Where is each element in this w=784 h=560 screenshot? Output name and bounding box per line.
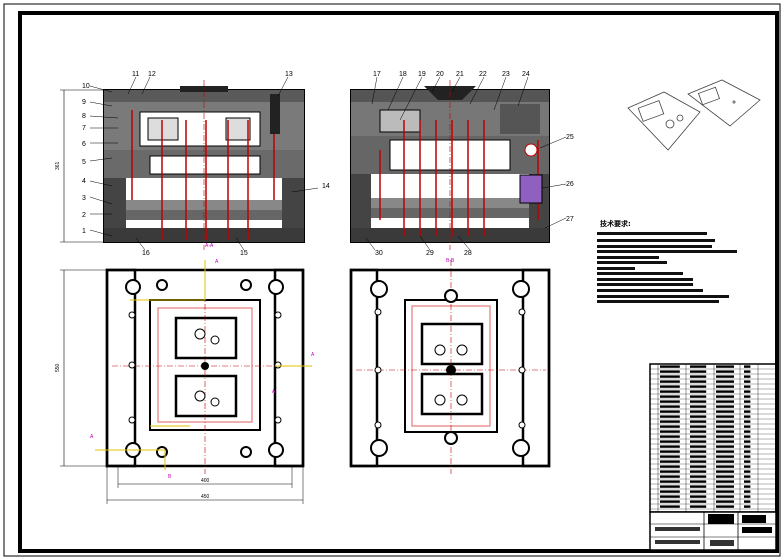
section-mark-left: A [90,434,94,440]
part-number-label: 22 [479,71,487,78]
section-mark-right: A [311,352,315,358]
leaders-right [365,76,567,251]
inner-border [18,11,779,553]
part-number-label: 14 [322,183,330,190]
part-number-label: 13 [285,71,293,78]
section-label-ab: A-A [205,243,214,249]
section-mark-inner: A [272,389,276,395]
part-number-label: 17 [373,71,381,78]
part-number-label: 19 [418,71,426,78]
dim-plan-inner-width: 400 [201,478,210,484]
part-number-label: 9 [82,99,86,106]
section-view-right [350,80,550,250]
part-number-label: 25 [566,134,574,141]
tech-requirements-lines [597,232,737,303]
part-number-label: 24 [522,71,530,78]
leaders-left [89,76,319,251]
plan-view-fixed [349,260,551,474]
part-number-label: 27 [566,216,574,223]
part-number-label: 16 [142,250,150,257]
part-number-label: 23 [502,71,510,78]
part-number-label: 2 [82,212,86,219]
part-number-label: 21 [456,71,464,78]
part-number-label: 4 [82,178,86,185]
section-mark-bottom: B [168,474,172,480]
dim-left-height: 361 [55,161,61,170]
part-number-label: 30 [375,250,383,257]
section-label-bb: B-B [446,258,455,264]
section-mark-top: A [215,259,219,265]
part-number-label: 26 [566,181,574,188]
tech-requirements-title: 技术要求: [600,219,631,228]
part-number-label: 3 [82,195,86,202]
part-number-label: 1 [82,228,86,235]
part-number-label: 20 [436,71,444,78]
part-number-label: 12 [148,71,156,78]
part-number-label: 8 [82,113,86,120]
part-number-label: 15 [240,250,248,257]
dim-plan-outer-width: 450 [201,494,210,500]
dim-plan-height: 550 [55,363,61,372]
part-number-label: 7 [82,125,86,132]
section-view-left: 3 6 1 [55,80,305,250]
title-block [649,511,777,551]
part-number-label: 11 [132,71,139,78]
plan-view-moving: 550 [55,260,312,504]
part-number-label: 6 [82,141,86,148]
part-number-label: 29 [426,250,434,257]
part-number-label: 28 [464,250,472,257]
outer-border [3,3,781,557]
part-number-label: 5 [82,159,86,166]
part-isometric-sketch [627,79,761,151]
part-number-label: 18 [399,71,407,78]
bom-table [649,363,777,513]
part-number-label: 10 [82,83,90,90]
